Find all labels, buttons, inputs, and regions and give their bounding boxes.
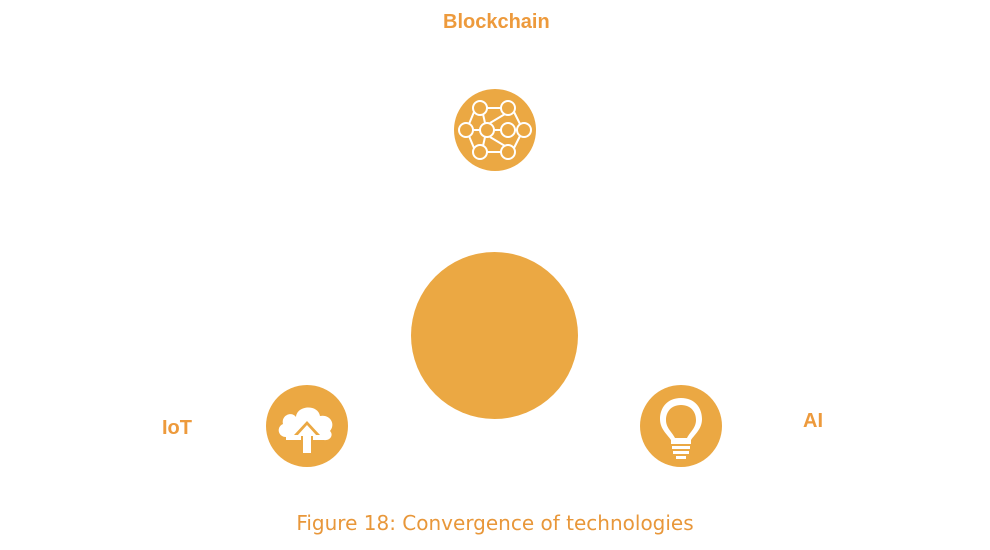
blockchain-network-icon (458, 100, 532, 160)
lightbulb-icon (660, 398, 702, 459)
cloud-upload-icon (278, 407, 333, 455)
iot-node (266, 385, 348, 467)
figure-caption: Figure 18: Convergence of technologies (296, 511, 694, 535)
center-circle (411, 252, 578, 419)
ai-node (640, 385, 722, 467)
blockchain-node (454, 89, 536, 171)
label-blockchain: Blockchain (443, 11, 550, 33)
label-iot: IoT (162, 417, 192, 439)
label-ai: AI (803, 410, 823, 432)
